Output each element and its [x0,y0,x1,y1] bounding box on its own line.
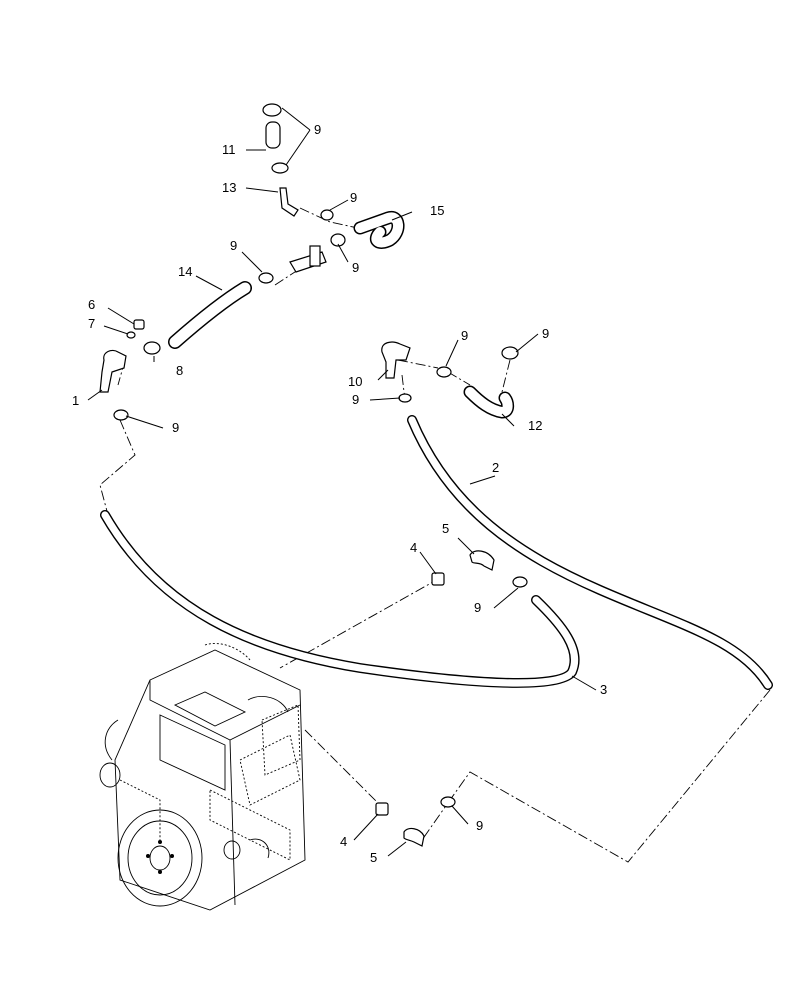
callout-5-upper: 5 [442,521,449,536]
tee-fitting [289,251,327,273]
callout-9-13: 9 [350,190,357,205]
connector-11 [265,121,281,149]
clamp-9-14 [258,272,274,284]
callout-9-top: 9 [314,122,321,137]
callout-2: 2 [492,460,499,475]
clamp-9-bot [440,796,456,808]
callout-9-10l: 9 [352,392,359,407]
leader-lines [87,107,597,857]
callout-14: 14 [178,264,192,279]
clamp-9-top [262,103,282,117]
callout-13: 13 [222,180,236,195]
callout-1: 1 [72,393,79,408]
clamp-9-a [320,209,334,221]
clamp-9-10r [436,366,452,378]
callout-9-mid: 9 [352,260,359,275]
callout-7: 7 [88,316,95,331]
hose-14 [168,281,252,349]
callout-12: 12 [528,418,542,433]
clamp-9-11 [271,162,289,174]
clamp-9-b [330,233,346,247]
clamp-9-10l [398,393,412,403]
callout-5-lower: 5 [370,850,377,865]
engine-illustration [99,643,306,911]
callout-10: 10 [348,374,362,389]
centerlines [99,207,771,863]
callout-9-14: 9 [230,238,237,253]
callout-4-lower: 4 [340,834,347,849]
callout-11: 11 [222,142,236,157]
hose-12 [463,385,515,419]
fitting-8 [143,341,161,355]
clamp-9-12 [501,346,519,360]
callout-9-10r: 9 [461,328,468,343]
hose-2 [407,415,773,690]
callout-15: 15 [430,203,444,218]
fitting-1 [99,349,127,393]
callout-9-5: 9 [474,600,481,615]
elbow-13 [279,187,299,217]
hose-3 [100,510,580,688]
clamp-9-5 [512,576,528,588]
callout-4-upper: 4 [410,540,417,555]
callout-numbers: 9 11 13 9 15 9 9 14 6 7 8 1 9 9 9 10 9 1… [72,122,607,865]
callout-9-12: 9 [542,326,549,341]
fitting-4-lower [375,802,389,816]
elbow-5-upper [469,550,495,571]
callout-8: 8 [176,363,183,378]
callout-9-bot: 9 [476,818,483,833]
fitting-4-upper [431,572,445,586]
hose-15 [353,211,405,249]
fitting-10 [381,341,411,379]
elbow-5-lower [403,827,425,847]
tee-branch [309,245,321,267]
plug-6 [133,319,145,330]
washer-7 [126,331,136,339]
clamp-9-1 [113,409,129,421]
callout-3: 3 [600,682,607,697]
callout-9-1: 9 [172,420,179,435]
small-parts [99,103,528,847]
callout-6: 6 [88,297,95,312]
